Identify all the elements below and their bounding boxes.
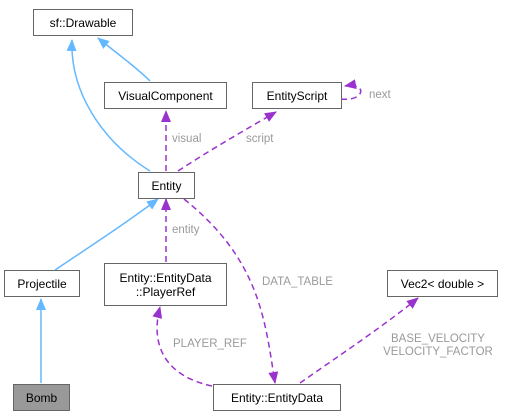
node-label: VisualComponent (118, 88, 213, 103)
node-label: Projectile (17, 276, 67, 291)
edge-entitydata-vec2 (299, 297, 419, 384)
edge-entitydata-playerref (152, 306, 213, 387)
edge-label-player-ref: PLAYER_REF (173, 338, 247, 350)
node-label: EntityScript (266, 88, 328, 103)
node-label-line2: ::PlayerRef (135, 284, 196, 299)
edge-entityscript-next (340, 79, 362, 100)
node-label: Entity::EntityData (230, 390, 324, 405)
edge-entity-entitydata (183, 198, 279, 384)
edge-label-next: next (369, 89, 391, 101)
node-label: Vec2< double > (400, 276, 485, 291)
node-entity[interactable]: Entity (138, 172, 195, 199)
node-label: sf::Drawable (49, 15, 117, 30)
node-entity-data-player-ref[interactable]: Entity::EntityData ::PlayerRef (104, 263, 227, 306)
node-label: Bomb (25, 390, 58, 405)
edge-entity-drawable (66, 39, 151, 172)
node-sf-drawable[interactable]: sf::Drawable (33, 9, 133, 36)
edge-label-entity: entity (172, 224, 200, 236)
edge-label-velocity: BASE_VELOCITY VELOCITY_FACTOR (375, 333, 501, 359)
node-projectile[interactable]: Projectile (4, 270, 80, 297)
node-bomb[interactable]: Bomb (13, 384, 70, 411)
node-entity-script[interactable]: EntityScript (252, 82, 342, 109)
edge-label-data-table: DATA_TABLE (262, 276, 333, 288)
edge-label-velocity-factor: VELOCITY_FACTOR (383, 346, 493, 358)
node-vec2-double[interactable]: Vec2< double > (387, 270, 498, 297)
edge-entity-entityscript (177, 111, 277, 172)
edge-visualcomponent-drawable (97, 37, 151, 82)
node-label: Entity (151, 178, 182, 193)
edge-projectile-entity (54, 198, 159, 271)
edge-label-script: script (246, 133, 274, 145)
edge-label-base-velocity: BASE_VELOCITY (391, 333, 485, 345)
edge-label-visual: visual (172, 133, 202, 145)
node-label-line1: Entity::EntityData (119, 270, 212, 285)
node-entity-data[interactable]: Entity::EntityData (213, 384, 341, 411)
node-visual-component[interactable]: VisualComponent (104, 82, 227, 109)
